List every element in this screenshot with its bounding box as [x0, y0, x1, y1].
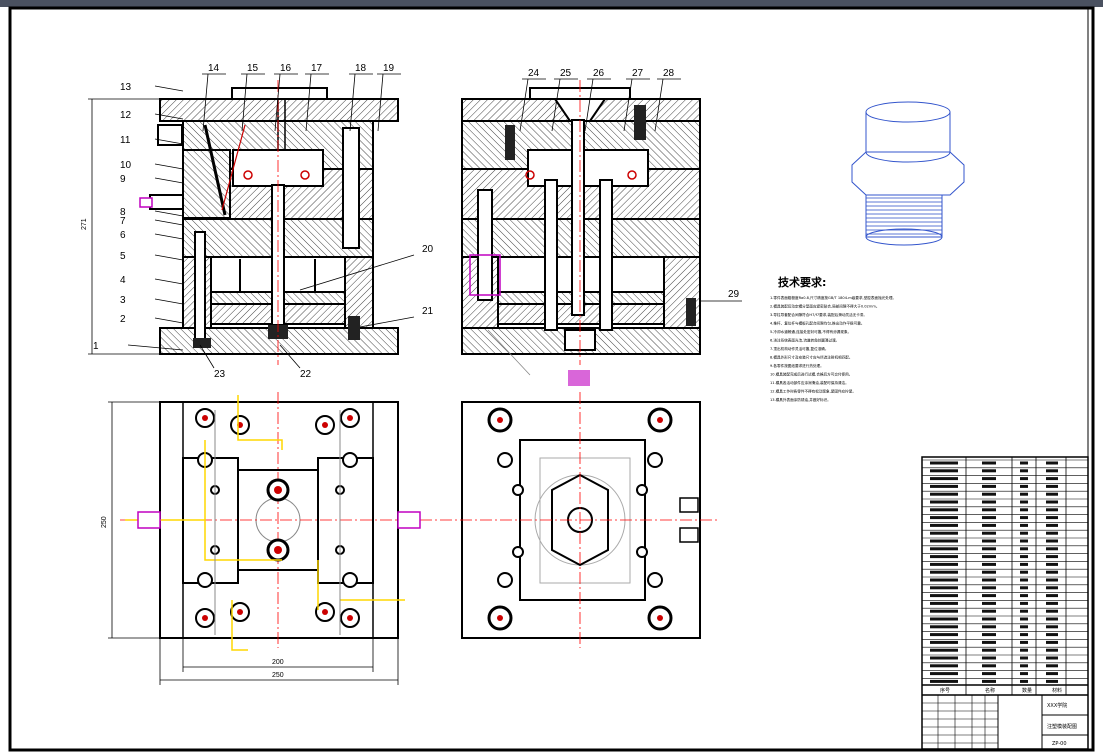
tech-requirement-item: 6.浇注系统表面光洁,流道转角处圆滑过渡。 — [770, 338, 839, 343]
dimension-plan: 250 200 250 — [101, 401, 399, 685]
balloon-label: 28 — [663, 68, 675, 79]
front-plan-view — [120, 392, 440, 651]
balloon-label: 9 — [120, 174, 126, 185]
tech-requirement-item: 2.模具装配后动定模分型面应紧密贴合,局部间隙不得大于0.02mm。 — [770, 304, 879, 309]
side-section-view — [461, 80, 701, 386]
tech-requirement-item: 10.模具装配完成后进行试模,合格后方可交付使用。 — [770, 372, 852, 377]
bom-header-name: 名称 — [985, 687, 995, 694]
tech-requirements-heading: 技术要求: — [778, 275, 826, 289]
balloon-label: 3 — [120, 295, 126, 306]
balloon-label: 1 — [93, 341, 99, 352]
balloon-label: 27 — [632, 68, 644, 79]
balloon-label: 13 — [120, 82, 132, 93]
top-clamp-plate — [159, 98, 399, 122]
dim-width-outer-text: 250 — [272, 672, 284, 679]
tech-requirement-item: 8.模具外形尺寸及安装尺寸应与所选注射机相匹配。 — [770, 355, 853, 360]
balloon-label: 19 — [383, 63, 395, 74]
guide-pillar-right — [342, 127, 360, 249]
balloon-label: 2 — [120, 314, 126, 325]
balloon-label: 23 — [214, 369, 226, 380]
title-drawing-name: 注塑模装配图 — [1047, 723, 1077, 730]
tech-requirement-item: 9.各零件按图纸要求进行热处理。 — [770, 363, 824, 368]
bom-header-material: 材料 — [1052, 687, 1062, 694]
bom-header-qty: 数量 — [1022, 687, 1032, 694]
tech-requirement-item: 7.顶出机构动作灵活可靠,复位准确。 — [770, 346, 828, 351]
balloon-label: 25 — [560, 68, 572, 79]
balloon-label: 17 — [311, 63, 323, 74]
balloon-label: 8 — [120, 207, 126, 218]
tech-requirement-item: 5.冷却水道畅通,连接处密封可靠,不得有渗漏现象。 — [770, 329, 851, 334]
balloon-label: 24 — [528, 68, 540, 79]
balloon-label: 4 — [120, 275, 126, 286]
dim-height-front-text: 271 — [81, 218, 88, 230]
product-isometric — [851, 101, 965, 246]
balloon-label: 5 — [120, 251, 126, 262]
angle-pin — [203, 124, 227, 216]
balloon-label: 14 — [208, 63, 220, 74]
front-section-view — [139, 80, 399, 365]
balloon-label: 29 — [728, 289, 740, 300]
dim-width-inner-text: 200 — [272, 659, 284, 666]
balloon-label: 15 — [247, 63, 259, 74]
title-block: 序号 名称 数量 材料 XXX学院 注塑模装配图 ZP-00 — [921, 456, 1089, 750]
balloon-label: 10 — [120, 160, 132, 171]
balloon-label: 20 — [422, 244, 434, 255]
tech-requirement-item: 11.模具各活动部件应涂润滑油,装配时保持清洁。 — [770, 380, 849, 385]
balloon-label: 22 — [300, 369, 312, 380]
balloon-label: 6 — [120, 230, 126, 241]
tech-requirement-item: 12.模具工作时各零件不得有松动现象,紧固件应拧紧。 — [770, 389, 856, 394]
balloon-label: 21 — [422, 306, 434, 317]
outer-frame — [8, 6, 1095, 752]
water-nozzle — [149, 194, 184, 210]
balloon-label: 11 — [120, 135, 131, 146]
balloon-label: 26 — [593, 68, 605, 79]
tech-requirement-item: 1.零件表面粗糙度Ra0.8,尺寸精度按GB/T 1804-m级要求,型腔表面抛… — [770, 295, 896, 300]
title-drawing-no: ZP-00 — [1052, 741, 1067, 747]
title-school: XXX学院 — [1047, 702, 1067, 709]
technical-requirements: 技术要求: 1.零件表面粗糙度Ra0.8,尺寸精度按GB/T 1804-m级要求… — [770, 275, 896, 402]
bom-header-seq: 序号 — [940, 687, 950, 694]
top-window-bar — [0, 0, 1103, 7]
balloon-label: 7 — [120, 216, 126, 227]
tech-requirement-item: 3.导柱导套配合间隙符合H7/f7要求,装配后滑动灵活无卡滞。 — [770, 312, 867, 317]
dimension-height-front: 2 7 1 — [81, 98, 160, 355]
tech-requirement-item: 4.推杆、复位杆与模板孔配合间隙均匀,推出动作平稳可靠。 — [770, 321, 864, 326]
dim-height-plan-text: 250 — [101, 516, 108, 528]
balloon-label: 12 — [120, 110, 132, 121]
balloon-label: 18 — [355, 63, 367, 74]
side-plan-view — [440, 392, 720, 648]
tech-requirement-item: 13.模具外表面涂防锈油,并做好标识。 — [770, 397, 831, 402]
balloon-label: 16 — [280, 63, 292, 74]
locating-ring — [231, 87, 328, 100]
guide-pillar-left — [194, 231, 206, 341]
